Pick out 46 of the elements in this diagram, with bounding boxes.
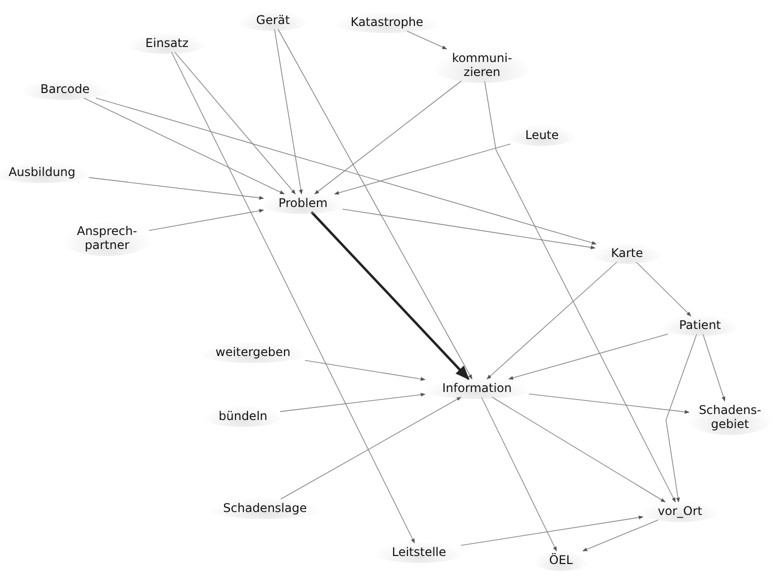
- node-label: kommuni- zieren: [450, 51, 514, 79]
- node-label: Leute: [524, 128, 560, 142]
- arrow: [636, 262, 692, 316]
- arrow: [486, 262, 618, 380]
- node-label: vor_Ort: [656, 504, 704, 518]
- arrow: [484, 80, 676, 502]
- node-label: Problem: [277, 196, 329, 210]
- arrow: [582, 520, 659, 552]
- arrow: [342, 208, 596, 250]
- arrow: [88, 177, 264, 200]
- arrow: [334, 144, 511, 195]
- node-label: Information: [441, 381, 513, 395]
- arrow: [481, 396, 557, 552]
- arrow: [508, 334, 669, 380]
- node-label: Karte: [610, 246, 644, 260]
- arrow: [171, 52, 415, 544]
- arrow: [304, 360, 426, 381]
- arrow: [406, 30, 448, 50]
- arrow: [280, 396, 462, 500]
- node-label: Ausbildung: [8, 165, 76, 179]
- node-label: Ansprech- partner: [76, 224, 138, 252]
- arrow: [702, 334, 726, 402]
- arrow: [460, 516, 644, 546]
- node-label: Katastrophe: [350, 15, 424, 29]
- node-label: bündeln: [218, 409, 268, 423]
- arrow: [310, 211, 470, 380]
- arrow: [83, 98, 285, 194]
- arrow: [666, 334, 698, 502]
- node-label: ÖEL: [548, 553, 574, 567]
- arrow: [528, 394, 690, 414]
- arrow: [491, 396, 666, 502]
- node-label: Leitstelle: [390, 545, 448, 559]
- node-label: Schadens- gebiet: [698, 403, 762, 431]
- node-label: Gerät: [255, 13, 291, 27]
- arrow: [148, 208, 264, 231]
- arrow: [314, 80, 462, 194]
- arrow: [95, 98, 597, 245]
- node-label: Einsatz: [144, 36, 190, 50]
- node-label: Schadenslage: [222, 501, 308, 515]
- node-label: weitergeben: [214, 345, 292, 359]
- arrow: [278, 28, 472, 380]
- node-label: Patient: [678, 318, 722, 332]
- node-label: Barcode: [39, 82, 91, 96]
- arrow: [274, 28, 303, 194]
- arrow: [280, 392, 426, 412]
- arrow: [174, 52, 296, 194]
